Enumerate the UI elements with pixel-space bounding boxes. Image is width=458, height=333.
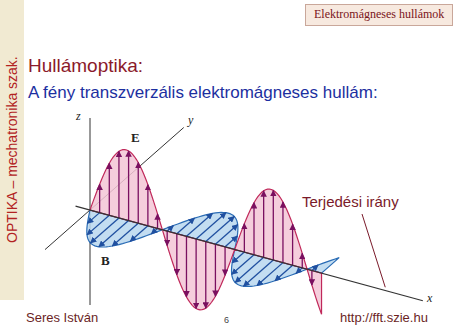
e-vector <box>253 203 254 255</box>
b-vector <box>167 226 173 231</box>
b-vector <box>196 213 226 239</box>
e-vector <box>263 191 264 258</box>
subtitle: A fény transzverzális elektromágneses hu… <box>28 83 378 103</box>
axis-label: y <box>188 114 193 128</box>
e-vector <box>215 244 216 296</box>
e-vector <box>224 247 225 275</box>
b-vector <box>130 226 148 242</box>
e-vector <box>205 242 206 309</box>
e-vector <box>311 271 312 286</box>
b-vector <box>87 215 109 235</box>
b-vector <box>257 263 283 286</box>
slide-title: Hullámoptika: <box>28 55 143 77</box>
b-vector <box>243 260 273 286</box>
e-vector <box>282 202 283 263</box>
axis-label: x <box>427 292 432 306</box>
page-number: 6 <box>224 315 229 325</box>
e-vector <box>147 185 148 226</box>
b-vector <box>112 223 138 246</box>
e-vector <box>99 184 100 212</box>
leader-line <box>362 214 385 287</box>
e-vector <box>186 236 187 297</box>
b-vector <box>87 213 99 224</box>
e-vector <box>138 163 139 224</box>
header-tab: Elektromágneses hullámok <box>305 4 453 26</box>
e-vector <box>109 163 110 215</box>
field-label: B <box>101 254 110 269</box>
field-label: E <box>131 131 140 146</box>
b-vector <box>151 228 157 233</box>
b-vector <box>232 252 244 263</box>
b-vector <box>235 257 264 282</box>
e-vector <box>176 234 177 275</box>
b-vector <box>215 225 237 245</box>
e-vector <box>118 151 119 218</box>
course-name: OPTIKA – mechatronika szak. <box>4 57 20 244</box>
b-vector <box>90 218 119 243</box>
e-vector <box>292 224 293 265</box>
e-vector <box>167 231 168 246</box>
e-vector <box>244 224 245 252</box>
b-vector <box>186 213 212 236</box>
b-vector <box>225 236 237 247</box>
b-vector <box>99 221 129 247</box>
url-text: http://fft.szie.hu <box>340 311 428 326</box>
e-vector <box>273 190 274 260</box>
e-vector <box>302 253 303 268</box>
axis-label: z <box>76 110 81 124</box>
author-name: Seres István <box>26 311 98 326</box>
b-vector <box>206 216 235 241</box>
e-vector <box>157 214 158 229</box>
b-vector <box>275 265 293 281</box>
e-field-wave <box>90 150 322 315</box>
b-vector <box>296 268 302 273</box>
b-vector <box>232 255 254 275</box>
e-vector <box>128 151 129 221</box>
b-vector <box>312 265 318 270</box>
x-axis <box>76 206 423 301</box>
e-vector <box>195 239 196 309</box>
side-band: OPTIKA – mechatronika szak. <box>0 0 24 300</box>
direction-label: Terjedési irány <box>302 193 399 210</box>
chapter-title: Elektromágneses hullámok <box>314 8 444 22</box>
